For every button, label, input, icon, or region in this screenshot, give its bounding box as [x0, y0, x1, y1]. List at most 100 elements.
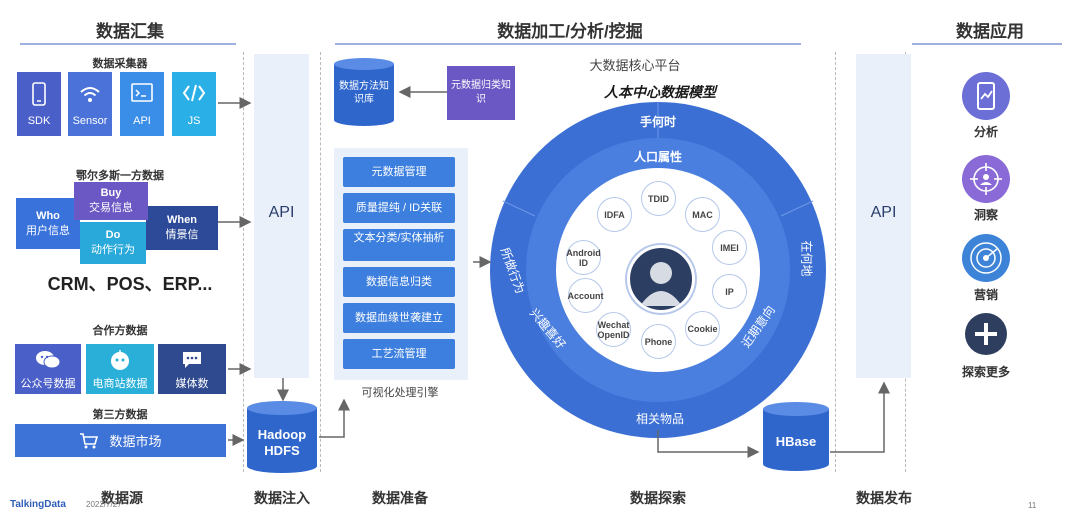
person-silhouette-icon [627, 245, 695, 313]
do-title: Do [105, 229, 121, 241]
collector-api-label: API [133, 115, 151, 127]
app-label-marketing: 营销 [973, 288, 998, 302]
ring-label-top-outer: 手何时 [639, 115, 676, 129]
collector-sdk: SDK [17, 72, 61, 136]
partner-title: 合作方数据 [92, 325, 148, 337]
partner-ecommerce: 电商站数据 [86, 344, 154, 394]
app-label-analyze: 分析 [973, 125, 998, 139]
chat-icon [158, 350, 226, 370]
id-idfa: IDFA [597, 197, 632, 232]
api-right-bar: API [856, 54, 911, 378]
hbase-label: HBase [775, 434, 817, 449]
id-tdid: TDID [641, 181, 676, 216]
bottom-label-explore: 数据探索 [630, 490, 686, 506]
header-apply: 数据应用 [956, 22, 1024, 41]
engine-step-1: 元数据管理 [343, 157, 455, 187]
buy-title: Buy [100, 187, 122, 199]
id-imei: IMEI [712, 230, 747, 265]
wechat-icon [15, 350, 81, 370]
who-sub: 用户信息 [26, 225, 70, 237]
header-apply-underline [912, 43, 1062, 45]
bottom-label-ingest: 数据注入 [254, 490, 310, 506]
app-label-insight: 洞察 [973, 208, 998, 222]
hadoop-cylinder [247, 401, 317, 473]
when-box: When 情景信 [146, 206, 218, 250]
api-left-bar: API [254, 54, 309, 378]
do-box: Do 动作行为 [80, 222, 146, 264]
partner-media: 媒体数 [158, 344, 226, 394]
collector-js-label: JS [187, 115, 201, 127]
terminal-icon [120, 82, 164, 104]
api-left-label: API [268, 204, 295, 221]
hadoop-label: Hadoop HDFS [247, 427, 317, 459]
crm-pos-erp-text: CRM、POS、ERP... [47, 274, 213, 294]
footer-date: 2022/7/27 [86, 500, 122, 509]
engine-step-3: 文本分类/实体抽析 [343, 229, 455, 261]
header-process: 数据加工/分析/挖掘 [497, 22, 643, 41]
header-collect-underline [20, 43, 236, 45]
bot-icon [86, 350, 154, 370]
metadata-box: 元数据归类知识 [447, 66, 515, 120]
collector-sdk-label: SDK [27, 115, 51, 127]
id-mac: MAC [685, 197, 720, 232]
separator-3 [835, 52, 836, 472]
platform-model-title: 人本中心数据模型 [604, 84, 716, 100]
partner-wechat: 公众号数据 [15, 344, 81, 394]
separator-1 [243, 52, 244, 472]
id-cookie: Cookie [685, 311, 720, 346]
engine-caption: 可视化处理引擎 [361, 387, 439, 399]
bottom-label-prepare: 数据准备 [372, 490, 428, 506]
engine-step-6: 工艺流管理 [343, 339, 455, 369]
bottom-label-source: 数据源 [101, 490, 143, 506]
header-collect: 数据汇集 [96, 22, 164, 41]
collector-sensor: Sensor [68, 72, 112, 136]
platform-title: 大数据核心平台 [589, 58, 681, 73]
id-android: Android ID [566, 240, 601, 275]
do-sub: 动作行为 [91, 244, 135, 256]
cart-icon [79, 432, 99, 450]
collector-api: API [120, 72, 164, 136]
partner-media-label: 媒体数 [175, 378, 209, 390]
separator-2 [320, 52, 321, 472]
knowledge-db-label: 数据方法知识库 [339, 81, 389, 105]
collectors-title: 数据采集器 [92, 58, 148, 70]
phone-icon [17, 82, 61, 106]
data-market-label: 数据市场 [109, 434, 162, 449]
data-market-box: 数据市场 [15, 424, 226, 457]
engine-step-2: 质量提纯 / ID关联 [343, 193, 455, 223]
app-label-explore: 探索更多 [961, 365, 1010, 379]
id-account: Account [568, 278, 604, 313]
who-title: Who [36, 210, 60, 222]
id-wechat-openid: Wechat OpenID [596, 312, 631, 347]
engine-step-4: 数据信息归类 [343, 267, 455, 297]
radar-icon [962, 234, 1010, 282]
first-party-title: 鄂尔多斯一方数据 [76, 170, 164, 182]
footer-page: 11 [1028, 501, 1037, 510]
collector-sensor-label: Sensor [72, 115, 108, 127]
header-process-underline [335, 43, 801, 45]
buy-box: Buy 交易信息 [74, 182, 148, 220]
ring-label-bottom-outer: 相关物品 [635, 412, 684, 426]
hadoop-line2: HDFS [264, 443, 300, 458]
code-icon [172, 82, 216, 104]
when-title: When [167, 214, 197, 226]
wifi-icon [68, 82, 112, 106]
when-sub: 情景信 [165, 229, 199, 241]
ring-label-top-mid: 人口属性 [633, 150, 682, 164]
collector-js: JS [172, 72, 216, 136]
third-party-title: 第三方数据 [92, 409, 148, 421]
hbase-cylinder [763, 402, 829, 471]
partner-wechat-label: 公众号数据 [20, 378, 76, 390]
mobile-chart-icon [962, 72, 1010, 120]
bottom-label-publish: 数据发布 [856, 490, 912, 506]
engine-step-5: 数据血缘世袭建立 [343, 303, 455, 333]
who-box: Who 用户信息 [16, 198, 80, 249]
footer-brand: TalkingData [10, 499, 66, 510]
partner-ecommerce-label: 电商站数据 [92, 378, 148, 390]
id-ip: IP [712, 274, 747, 309]
target-icon [962, 155, 1010, 203]
knowledge-db-cylinder [334, 58, 394, 126]
plus-icon [965, 313, 1007, 355]
hadoop-line1: Hadoop [257, 427, 307, 442]
